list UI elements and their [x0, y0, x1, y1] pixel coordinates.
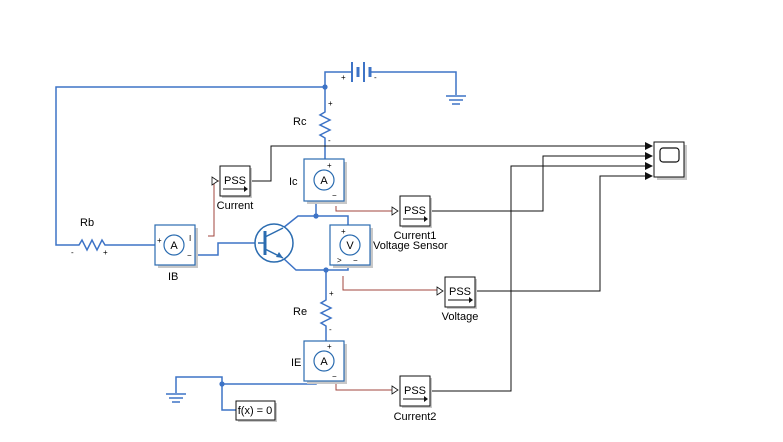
pss-current1-label[interactable]: Current1 [394, 230, 437, 242]
ie-minus: − [332, 372, 337, 381]
battery-plus: + [341, 73, 346, 82]
junction-dots [219, 84, 329, 387]
voltage-sensor-glyph: V [346, 240, 354, 252]
wire-emitter[interactable] [282, 257, 326, 271]
re-minus: - [329, 325, 332, 334]
pss-converter-current2[interactable]: PSS Current2 [391, 375, 437, 423]
battery-icon[interactable]: + - [341, 62, 378, 82]
rc-label[interactable]: Rc [293, 116, 307, 128]
pss-text-current1: PSS [404, 205, 426, 217]
voltage-sensor-label[interactable]: Voltage Sensor [373, 240, 448, 252]
ic-label[interactable]: Ic [289, 176, 298, 188]
vsensor-minus: − [353, 256, 358, 265]
rb-label[interactable]: Rb [80, 217, 94, 229]
resistor-re[interactable]: + - Re [293, 289, 334, 334]
ie-label[interactable]: IE [291, 357, 301, 369]
vsensor-plus: + [341, 227, 346, 236]
pss-converter-voltage[interactable]: PSS Voltage [436, 276, 479, 323]
wire-top-to-rb[interactable] [55, 86, 325, 246]
resistor-rc[interactable]: + - Rc [293, 99, 333, 145]
ammeter-ie[interactable]: A + − IE [291, 340, 347, 384]
wire-battery-to-ground[interactable] [378, 71, 457, 95]
signal-current2-to-scope[interactable] [431, 162, 653, 392]
pss-current-label[interactable]: Current [217, 200, 254, 212]
physical-wires [55, 71, 457, 411]
re-plus: + [329, 289, 334, 298]
ammeter-ib[interactable]: A + I − IB [154, 224, 198, 283]
ps-line-vsensor-to-voltage[interactable] [342, 276, 440, 291]
wire-ie-to-ground[interactable] [222, 381, 317, 385]
npn-transistor-icon[interactable] [254, 223, 294, 263]
ic-plus: + [327, 161, 332, 170]
wire-to-solver[interactable] [221, 384, 236, 411]
rb-minus: - [71, 248, 74, 257]
ib-plus: + [157, 236, 162, 245]
ib-label[interactable]: IB [168, 271, 178, 283]
signal-current-to-scope[interactable] [250, 142, 653, 182]
scope-icon[interactable] [653, 141, 687, 180]
battery-minus: - [374, 73, 377, 82]
ps-line-ie-to-current2[interactable] [335, 384, 398, 391]
ic-ammeter-glyph: A [320, 175, 328, 187]
wire-battery-to-node[interactable] [324, 71, 345, 87]
signal-current1-to-scope[interactable] [431, 152, 653, 212]
signal-voltage-to-scope[interactable] [476, 172, 653, 292]
wire-ib-to-base[interactable] [196, 242, 258, 256]
pss-text-voltage: PSS [449, 286, 471, 298]
ib-minus: − [187, 251, 192, 260]
ib-current-port: I [189, 234, 191, 243]
ammeter-ic[interactable]: A + − Ic [289, 158, 347, 204]
pss-converter-current1[interactable]: PSS Current1 [391, 195, 437, 242]
rb-plus: + [103, 248, 108, 257]
ground-icon [166, 393, 186, 403]
ie-plus: + [327, 342, 332, 351]
vsensor-gt: > [337, 256, 342, 265]
ground-icon [446, 95, 466, 105]
ic-minus: − [332, 191, 337, 200]
resistor-rb[interactable]: - + Rb [71, 217, 108, 257]
pss-text-current: PSS [224, 175, 246, 187]
ps-line-ic-to-current1[interactable] [335, 206, 398, 212]
ie-ammeter-glyph: A [320, 356, 328, 368]
ib-ammeter-glyph: A [170, 240, 178, 252]
re-label[interactable]: Re [293, 306, 307, 318]
wire-to-ground2[interactable] [175, 376, 223, 393]
rc-plus: + [328, 99, 333, 108]
pss-voltage-label[interactable]: Voltage [442, 311, 479, 323]
pss-text-current2: PSS [404, 385, 426, 397]
pss-converter-current[interactable]: PSS Current [211, 165, 254, 212]
wire-collector[interactable] [282, 215, 316, 229]
signal-lines [250, 142, 653, 392]
pss-current2-label[interactable]: Current2 [394, 411, 437, 423]
solver-label: f(x) = 0 [238, 405, 273, 417]
rc-minus: - [328, 136, 331, 145]
solver-configuration[interactable]: f(x) = 0 [235, 400, 277, 422]
wire-collector-to-vsensor[interactable] [316, 215, 349, 226]
voltage-sensor[interactable]: V + > − Voltage Sensor [329, 224, 448, 268]
